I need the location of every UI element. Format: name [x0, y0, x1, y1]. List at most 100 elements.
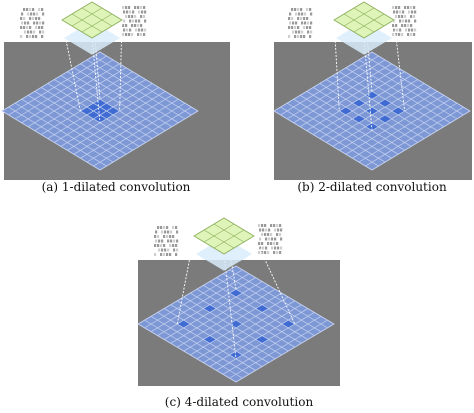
feature-map-grid: [1, 51, 199, 171]
ghost-pixel: [262, 246, 265, 250]
ghost-pixel: [405, 19, 408, 23]
grid-line: [235, 265, 335, 325]
grid-line: [1, 51, 101, 112]
ghost-pixel: [264, 251, 267, 254]
ghost-pixel: [292, 21, 295, 25]
grid-line: [21, 63, 120, 124]
ghost-pixel: [155, 230, 158, 234]
kernel-line: [71, 13, 103, 33]
ghost-pixel: [407, 6, 410, 9]
ghost-pixel: [259, 246, 262, 250]
kernel-line: [333, 19, 365, 39]
ghost-pixel: [131, 33, 134, 36]
grid-line: [313, 75, 412, 135]
ghost-pixel: [160, 253, 163, 256]
ghost-pixel: [258, 242, 261, 245]
ghost-pixel: [410, 24, 413, 27]
ghost-pixel: [410, 33, 413, 36]
ghost-pixel: [300, 8, 303, 11]
ghost-pixel: [128, 33, 131, 36]
grid-line: [99, 110, 199, 171]
ghost-pixel: [163, 235, 166, 238]
ghost-pixel: [27, 12, 30, 16]
grid-line: [8, 106, 107, 167]
ghost-pixel: [267, 251, 270, 254]
ghost-pixel: [392, 33, 395, 36]
ghost-pixel: [154, 244, 157, 247]
caption-1-dilated: (a) 1-dilated convolution: [41, 180, 191, 194]
ghost-pixel: [41, 35, 44, 38]
ghost-pixel: [125, 15, 128, 18]
ghost-pixel: [172, 226, 175, 229]
grid-line: [67, 71, 166, 131]
ghost-pixel: [291, 17, 294, 20]
ghost-pixel: [297, 8, 300, 11]
grid-line: [203, 285, 302, 344]
ghost-pixel: [297, 35, 300, 38]
grid-line: [73, 67, 173, 128]
grid-line: [273, 51, 373, 112]
ghost-pixel: [38, 17, 41, 20]
ghost-pixel: [163, 226, 166, 229]
ghost-image-fragments: [154, 224, 283, 256]
kernel-line: [91, 1, 123, 21]
ghost-pixel: [295, 30, 298, 34]
grid-line: [352, 63, 451, 124]
ghost-pixel: [23, 8, 26, 11]
receptive-field-cell: [100, 111, 114, 119]
ghost-pixel: [175, 253, 178, 256]
grid-line: [365, 55, 464, 116]
ghost-pixel: [20, 35, 23, 38]
ghost-pixel: [309, 26, 312, 29]
diagram-4-dilated: [137, 217, 340, 386]
receptive-field-cell: [352, 114, 366, 123]
ghost-pixel: [303, 17, 306, 20]
ghost-pixel: [30, 12, 33, 16]
ghost-pixel: [294, 35, 297, 38]
grid-line: [170, 285, 269, 344]
ghost-pixel: [32, 17, 35, 20]
kernel-line: [353, 13, 385, 33]
ghost-pixel: [396, 28, 399, 32]
kernel-line: [353, 7, 385, 27]
ghost-pixel: [309, 35, 312, 38]
ghost-pixel: [264, 233, 267, 236]
receptive-field-cell: [86, 103, 100, 111]
ghost-pixel: [175, 244, 178, 247]
projection-line: [176, 235, 195, 325]
kernel-line: [193, 235, 225, 255]
ghost-pixel: [160, 226, 163, 229]
ghost-pixel: [265, 246, 268, 250]
ghost-pixel: [172, 244, 175, 247]
ghost-pixel: [122, 33, 125, 36]
ghost-pixel: [41, 8, 44, 11]
ghost-pixel: [295, 12, 298, 16]
ghost-pixel: [392, 24, 395, 27]
ghost-pixel: [42, 12, 45, 16]
ghost-pixel: [395, 6, 398, 9]
ghost-pixel: [154, 235, 157, 238]
grid-line: [216, 312, 315, 371]
grid-line: [319, 83, 418, 143]
ghost-pixel: [258, 224, 261, 227]
ghost-pixel: [414, 10, 417, 14]
ghost-pixel: [32, 35, 35, 38]
kernel-line: [81, 13, 113, 33]
ghost-pixel: [279, 233, 282, 236]
ghost-pixel: [143, 15, 146, 18]
ghost-pixel: [267, 242, 270, 245]
ghost-pixel: [158, 248, 161, 252]
ghost-pixel: [261, 242, 264, 245]
grid-line: [229, 319, 328, 379]
projection-line: [333, 19, 340, 112]
grid-line: [54, 79, 153, 139]
ghost-pixel: [408, 19, 411, 23]
feature-map-grid: [273, 51, 471, 171]
ghost-pixel: [261, 224, 264, 227]
ghost-pixel: [402, 10, 405, 14]
ghost-pixel: [292, 30, 295, 34]
ghost-pixel: [38, 8, 41, 11]
grid-line: [332, 87, 431, 147]
caption-2-dilated: (b) 2-dilated convolution: [297, 180, 447, 194]
grid-line: [306, 71, 405, 131]
